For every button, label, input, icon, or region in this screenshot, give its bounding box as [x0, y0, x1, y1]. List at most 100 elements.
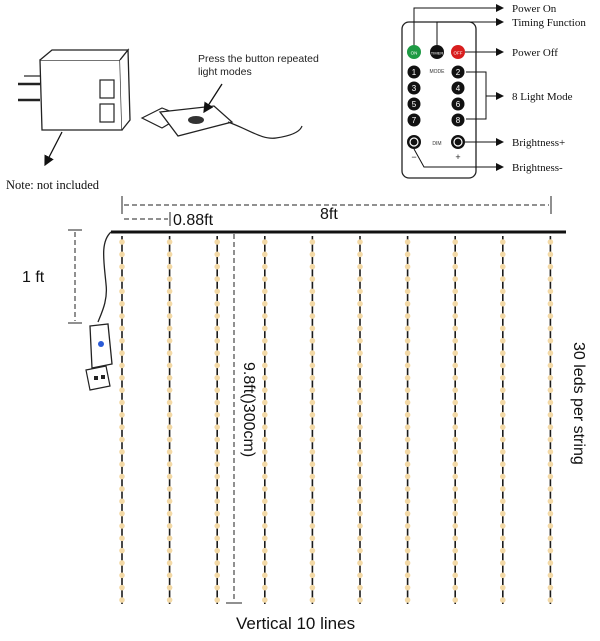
led-bulb	[500, 498, 506, 505]
led-bulb	[262, 288, 268, 295]
led-bulb	[452, 300, 459, 307]
led-bulb	[500, 251, 506, 258]
led-bulb	[500, 374, 506, 381]
led-bulb	[166, 449, 173, 455]
led-bulb	[309, 510, 316, 517]
led-bulb	[500, 560, 506, 566]
led-bulb	[547, 597, 554, 603]
led-string	[547, 236, 554, 604]
led-bulb	[166, 523, 173, 529]
led-bulb	[262, 387, 268, 393]
brightness-icon	[453, 137, 463, 147]
power-off-button[interactable]	[451, 45, 465, 59]
led-bulb	[500, 412, 506, 418]
mode-6-button[interactable]	[451, 97, 465, 111]
led-bulb	[309, 547, 316, 554]
led-bulb	[262, 239, 268, 245]
led-bulb	[262, 313, 268, 319]
led-bulb	[452, 461, 459, 468]
led-bulb	[166, 486, 173, 492]
led-bulb	[500, 350, 506, 356]
led-bulb	[262, 449, 268, 455]
led-bulb	[309, 399, 316, 406]
timer-button[interactable]	[430, 45, 444, 59]
brightness-up-button[interactable]	[451, 135, 465, 149]
led-bulb	[404, 523, 411, 529]
led-bulb	[214, 486, 220, 492]
led-bulb	[214, 597, 220, 603]
mode-1-button[interactable]	[407, 65, 421, 79]
led-bulb	[357, 424, 363, 430]
lead-length-label: 1 ft	[22, 269, 45, 286]
led-bulb	[452, 399, 459, 406]
led-bulb	[119, 597, 125, 603]
led-bulb	[357, 239, 363, 245]
led-bulb	[262, 325, 268, 332]
led-bulb	[452, 535, 459, 542]
led-bulb	[262, 486, 268, 492]
led-bulb	[500, 572, 506, 579]
callout-power-off: Power Off	[512, 47, 558, 59]
led-bulb	[500, 523, 506, 529]
led-bulb	[166, 572, 173, 579]
brightness-down-button[interactable]	[407, 135, 421, 149]
led-bulb	[357, 387, 363, 393]
led-bulb	[404, 350, 411, 356]
led-bulb	[214, 424, 220, 430]
led-bulb	[166, 510, 173, 517]
led-bulb	[119, 251, 125, 258]
led-bulb	[214, 374, 220, 381]
led-bulb	[119, 572, 125, 579]
led-bulb	[547, 449, 554, 455]
callout-brightness-up: Brightness+	[512, 137, 565, 149]
led-bulb	[309, 325, 316, 332]
led-bulb	[404, 461, 411, 468]
led-bulb	[452, 288, 459, 295]
mode-3-button[interactable]	[407, 81, 421, 95]
mode-2-button[interactable]	[451, 65, 465, 79]
led-bulb	[214, 251, 220, 258]
led-bulb	[500, 597, 506, 603]
led-bulb	[547, 510, 554, 517]
led-bulb	[357, 300, 363, 307]
led-bulb	[404, 584, 411, 591]
mode-5-button[interactable]	[407, 97, 421, 111]
led-bulb	[500, 449, 506, 455]
led-bulb	[357, 584, 363, 591]
led-bulb	[166, 288, 173, 295]
led-bulb	[309, 300, 316, 307]
led-bulb	[309, 239, 316, 245]
led-bulb	[452, 560, 459, 566]
led-bulb	[500, 399, 506, 406]
led-bulb	[452, 362, 459, 369]
led-bulb	[452, 486, 459, 492]
led-bulb	[500, 584, 506, 591]
power-on-button[interactable]	[407, 45, 421, 59]
led-bulb	[119, 486, 125, 492]
led-bulb	[262, 547, 268, 554]
led-bulb	[262, 535, 268, 542]
led-bulb	[452, 510, 459, 517]
led-bulb	[262, 276, 268, 282]
led-bulb	[357, 473, 363, 480]
led-bulb	[166, 239, 173, 245]
vertical-lines-label: Vertical 10 lines	[236, 614, 355, 633]
led-bulb	[452, 584, 459, 591]
led-bulb	[547, 399, 554, 406]
mode-7-button[interactable]	[407, 113, 421, 127]
led-bulb	[119, 362, 125, 369]
leds-per-string-label: 30 leds per string	[570, 342, 587, 465]
led-bulb	[309, 350, 316, 356]
led-bulb	[452, 436, 459, 443]
mode-8-button[interactable]	[451, 113, 465, 127]
led-bulb	[452, 387, 459, 393]
mode-4-button[interactable]	[451, 81, 465, 95]
led-bulb	[404, 387, 411, 393]
led-bulb	[452, 412, 459, 418]
led-bulb	[262, 572, 268, 579]
led-bulb	[214, 412, 220, 418]
led-bulb	[500, 436, 506, 443]
led-bulb	[119, 436, 125, 443]
led-bulb	[547, 473, 554, 480]
